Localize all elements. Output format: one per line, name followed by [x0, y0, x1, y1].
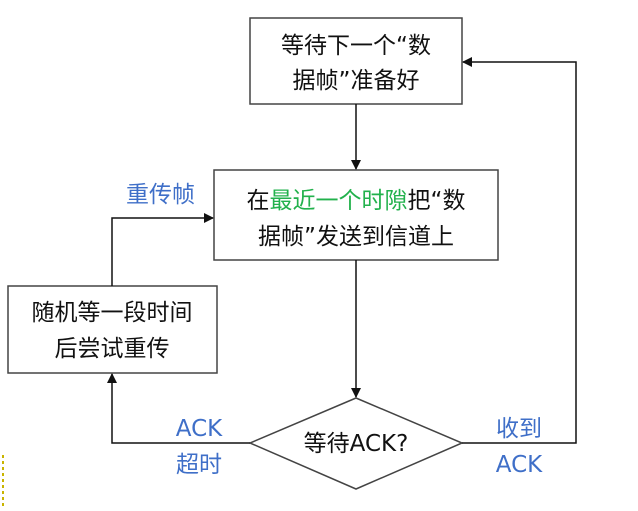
node-wait-frame-line1: 等待下一个“数 [281, 33, 431, 59]
node-send-frame-line1: 在最近一个时隙把“数 [247, 188, 466, 214]
node-send-frame-highlight: 最近一个时隙 [270, 188, 408, 214]
node-send-frame-line2: 据帧”发送到信道上 [258, 224, 454, 250]
node-wait-frame-box [249, 17, 463, 105]
node-wait-frame-line2: 据帧”准备好 [293, 68, 420, 94]
node-send-frame: 在最近一个时隙把“数 据帧”发送到信道上 [213, 169, 499, 261]
edge-label-timeout-line1: ACK [176, 416, 223, 442]
edge-label-retransmit: 重传帧 [126, 182, 195, 208]
node-retry-line1: 随机等一段时间 [32, 300, 193, 326]
edge-ack-timeout-to-retry [107, 373, 250, 444]
node-send-frame-prefix: 在 [247, 188, 270, 214]
node-send-frame-suffix: 把“数 [408, 188, 466, 214]
edge-ack-received-to-wait [462, 57, 577, 444]
edge-label-received-line2: ACK [496, 452, 543, 478]
node-wait-ack: 等待ACK? [248, 397, 464, 490]
node-retry-line2: 后尝试重传 [55, 336, 170, 362]
edge-label-received-line1: 收到 [496, 416, 542, 442]
node-retry: 随机等一段时间 后尝试重传 [7, 285, 218, 374]
node-wait-ack-diamond [248, 397, 464, 490]
node-send-frame-box [213, 169, 499, 261]
node-wait-frame: 等待下一个“数 据帧”准备好 [249, 17, 463, 105]
edge-retry-to-send [111, 213, 214, 286]
node-wait-ack-label: 等待ACK? [304, 431, 409, 457]
edge-label-timeout-line2: 超时 [176, 452, 222, 478]
